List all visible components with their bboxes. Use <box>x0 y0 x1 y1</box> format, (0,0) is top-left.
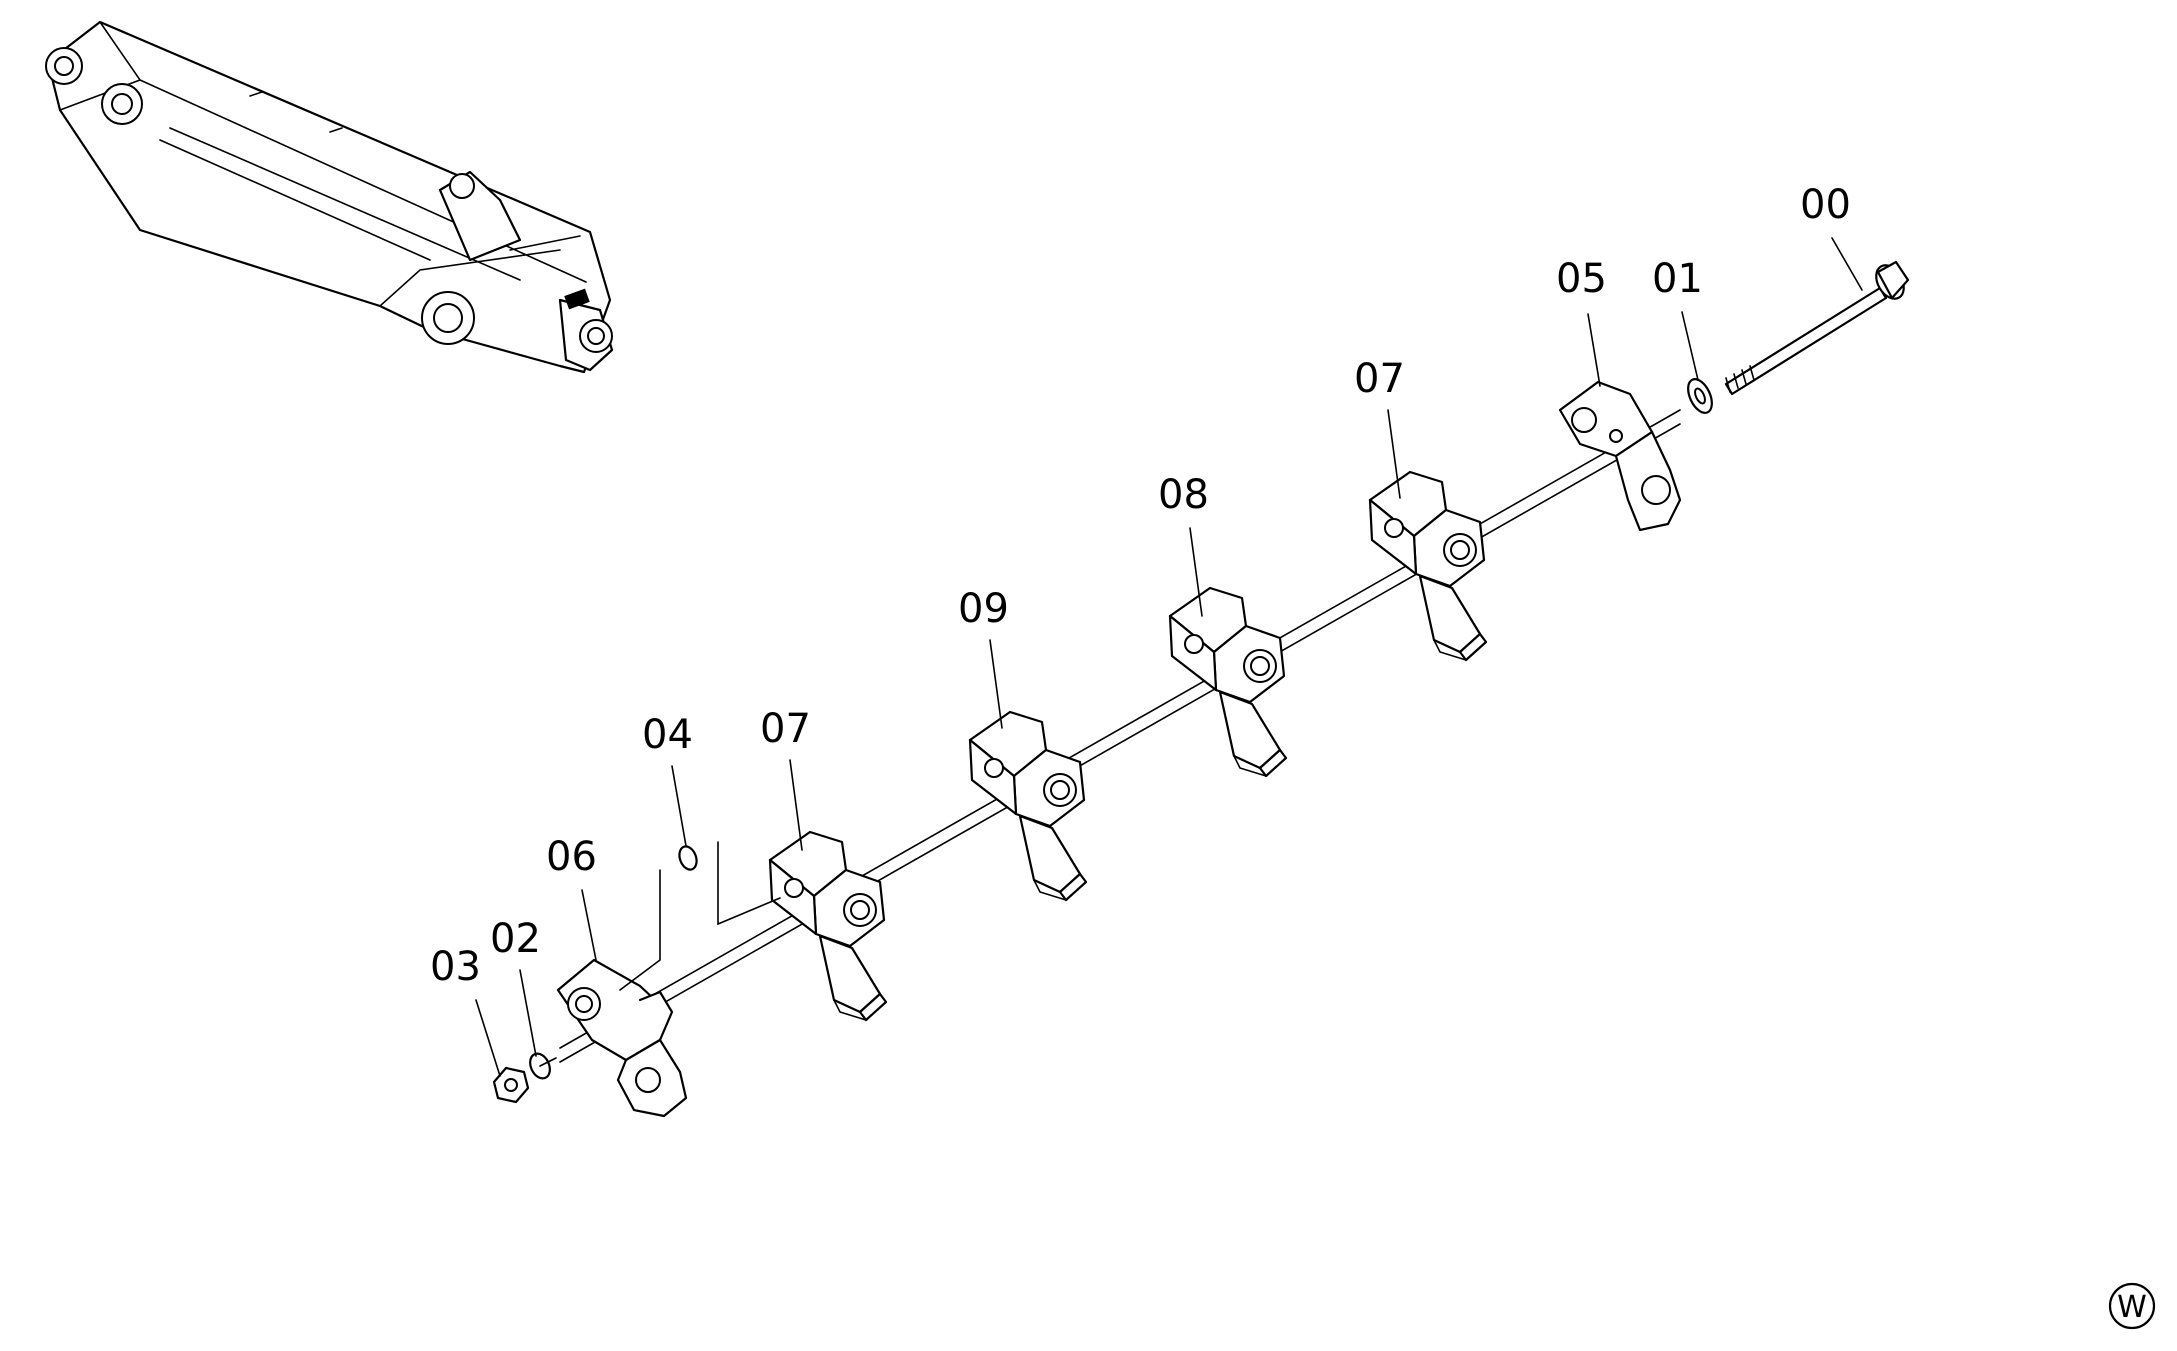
circled-w-symbol: W <box>2108 1282 2156 1330</box>
callout-01: 01 <box>1652 256 1703 302</box>
callout-02: 02 <box>490 916 541 962</box>
callout-labels: 00 01 05 07 08 09 07 04 06 02 03 <box>430 182 1851 990</box>
callout-07-upper: 07 <box>1354 356 1405 402</box>
callout-09: 09 <box>958 586 1009 632</box>
bracket-part-06 <box>556 958 688 1118</box>
clamp-part-09 <box>968 710 1088 902</box>
nut-part-03 <box>492 1066 530 1104</box>
svg-text:W: W <box>2117 1290 2147 1325</box>
callout-00: 00 <box>1800 182 1851 228</box>
shaft-line <box>559 409 1681 1063</box>
callout-05: 05 <box>1556 256 1607 302</box>
bracket-part-05 <box>1558 380 1682 532</box>
clamp-part-08 <box>1168 586 1288 778</box>
clamp-part-07-upper <box>1368 470 1488 662</box>
bolt-part-00 <box>1724 260 1910 396</box>
callout-04: 04 <box>642 712 693 758</box>
o-ring-part-04 <box>619 841 781 991</box>
boom-assembly-illustration <box>45 20 614 374</box>
leader-lines <box>475 237 1863 1077</box>
callout-03: 03 <box>430 944 481 990</box>
callout-08: 08 <box>1158 472 1209 518</box>
callout-07-lower: 07 <box>760 706 811 752</box>
callout-06: 06 <box>546 834 597 880</box>
washer-part-01 <box>1687 378 1713 414</box>
clamp-part-07-lower <box>768 830 888 1022</box>
washer-part-02 <box>529 1052 557 1080</box>
